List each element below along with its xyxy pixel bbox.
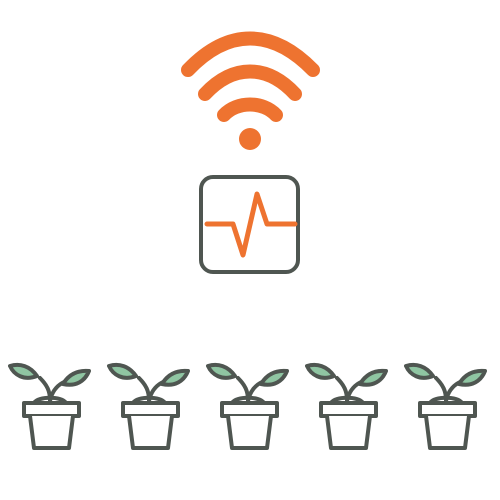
potted-plant-icon	[305, 362, 388, 450]
potted-plant-icon	[8, 362, 91, 450]
pulse-monitor-icon	[199, 175, 300, 274]
wifi-icon	[181, 31, 320, 150]
potted-plant-icon	[404, 362, 487, 450]
potted-plant-icon	[107, 362, 190, 450]
potted-plant-icon	[206, 362, 289, 450]
